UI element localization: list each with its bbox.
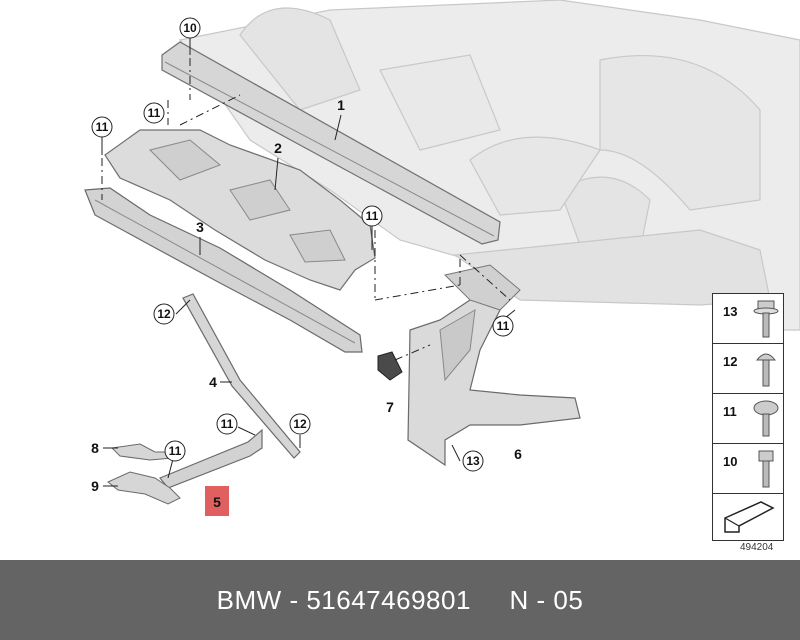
footer-separator: - [289,584,299,615]
part-6-side-support [407,264,581,467]
leader-lines [101,38,516,487]
brand-name: BMW [216,584,282,615]
diagram-reference-id: 494204 [740,542,774,553]
legend-item-13: 13 [713,294,783,344]
legend-arrow-cell [713,494,783,540]
callout-11: 11 [361,205,383,227]
assembly-lines [101,40,511,361]
part-4-strut [182,293,301,459]
callout-2: 2 [274,140,282,156]
callout-7: 7 [386,399,394,415]
part-number-footer: BMW - 51647469801 N - 05 [0,560,800,640]
callout-12: 12 [289,413,311,435]
part-9-bracket [107,471,181,505]
svg-text:12: 12 [157,307,171,321]
callout-11: 11 [216,413,238,435]
legend-item-12: 12 [713,344,783,394]
svg-text:13: 13 [466,454,480,468]
fastener-legend: 13 12 11 10 [712,293,784,541]
legend-item-11: 11 [713,394,783,444]
hex-bolt-icon [758,450,774,488]
part-number: 51647469801 [306,584,471,615]
round-head-screw-icon [753,400,779,437]
svg-text:11: 11 [497,319,510,333]
svg-text:11: 11 [366,209,379,223]
callout-10: 10 [179,17,201,39]
callout-11: 11 [143,102,165,124]
section-code: N - 05 [509,584,584,615]
part-3-lower-cross-member [84,187,363,353]
parts-diagram: 10 11 11 11 11 11 11 12 12 13 1 2 3 4 5 … [84,0,800,516]
callout-11: 11 [164,440,186,462]
callout-6: 6 [514,446,522,462]
callout-3: 3 [196,219,204,235]
callout-8: 8 [91,440,99,456]
part-2-mounting-plate [104,129,376,291]
svg-text:10: 10 [183,21,197,35]
direction-arrow-icon [724,501,775,533]
callout-13: 13 [462,450,484,472]
callout-11: 11 [91,116,113,138]
part-1-upper-cross-member [161,41,501,245]
callout-12: 12 [153,303,175,325]
svg-text:5: 5 [213,494,221,510]
callout-1: 1 [337,97,345,113]
legend-item-10: 10 [713,444,783,494]
svg-text:12: 12 [293,417,307,431]
callout-5-highlighted: 5 [205,486,229,516]
vehicle-front-structure [178,0,800,331]
svg-text:11: 11 [221,417,234,431]
svg-text:11: 11 [96,120,109,134]
pan-head-screw-icon [755,353,777,387]
part-7-clip [377,351,403,381]
svg-text:11: 11 [148,106,161,120]
callout-11: 11 [492,315,514,337]
svg-text:11: 11 [169,444,182,458]
callout-4: 4 [209,374,217,390]
flange-bolt-with-washer-icon [753,300,779,338]
callout-9: 9 [91,478,99,494]
